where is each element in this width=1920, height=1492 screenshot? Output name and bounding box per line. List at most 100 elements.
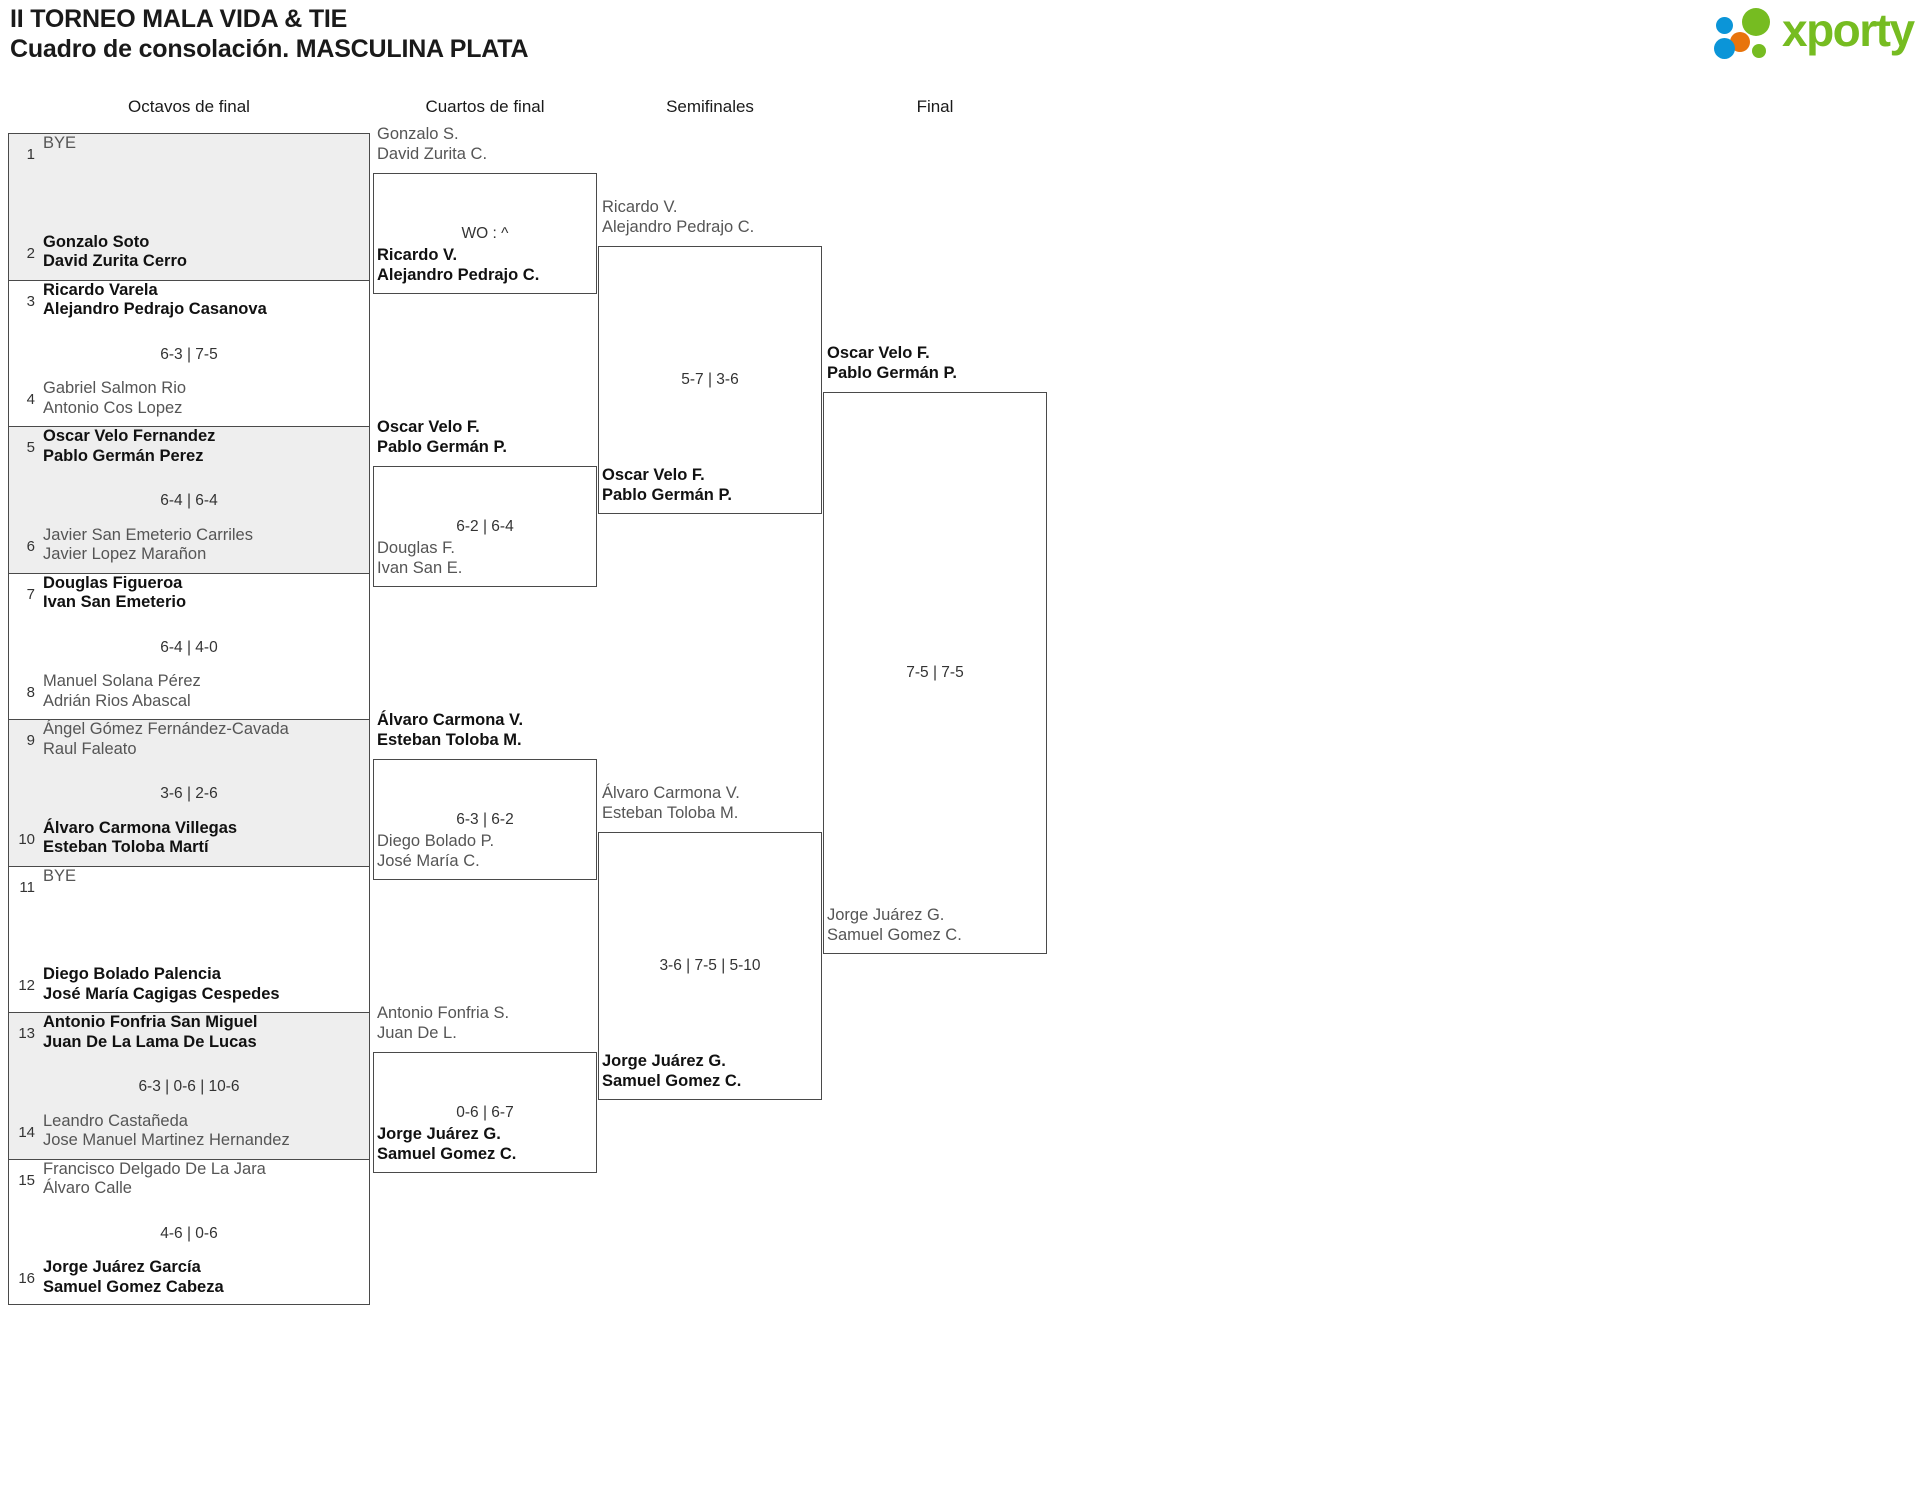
r16-match[interactable] bbox=[9, 867, 369, 1013]
competitor-line-2: Alejandro Pedrajo Casanova bbox=[43, 300, 267, 318]
qf-match-top-entry[interactable]: Álvaro Carmona V.Esteban Toloba M. bbox=[377, 711, 523, 750]
match-divider bbox=[9, 1012, 369, 1013]
seed-number: 2 bbox=[26, 244, 35, 262]
r16-match[interactable] bbox=[9, 1013, 369, 1160]
seed-number: 10 bbox=[18, 830, 35, 848]
seed-number: 8 bbox=[26, 684, 35, 701]
match-divider bbox=[9, 719, 369, 720]
competitor-names: BYE bbox=[35, 867, 76, 887]
qf-match-bottom-entry[interactable]: Douglas F.Ivan San E. bbox=[377, 539, 462, 578]
final-match-top-entry[interactable]: Oscar Velo F.Pablo Germán P. bbox=[827, 344, 957, 383]
competitor-line-2: Samuel Gomez C. bbox=[377, 1144, 517, 1163]
qf-match-score: 0-6 | 6-7 bbox=[456, 1104, 514, 1121]
round-header-final: Final bbox=[916, 97, 954, 116]
competitor-line-2: Samuel Gomez C. bbox=[827, 925, 962, 944]
match-score: 6-3 | 7-5 bbox=[160, 345, 218, 363]
qf-match-bottom-entry[interactable]: Jorge Juárez G.Samuel Gomez C. bbox=[377, 1125, 516, 1164]
qf-match-bottom-entry[interactable]: Diego Bolado P.José María C. bbox=[377, 832, 494, 871]
competitor-line-2: Adrián Rios Abascal bbox=[43, 691, 191, 710]
competitor-line-2: Javier Lopez Marañon bbox=[43, 545, 207, 563]
r16-match[interactable] bbox=[9, 574, 369, 720]
qf-match-score: 6-2 | 6-4 bbox=[456, 518, 514, 535]
sf-match-score: 3-6 | 7-5 | 5-10 bbox=[659, 957, 761, 974]
sf-match-bottom-entry[interactable]: Jorge Juárez G.Samuel Gomez C. bbox=[602, 1052, 741, 1091]
competitor-line-1: Oscar Velo F. bbox=[377, 418, 480, 436]
seed-number: 15 bbox=[18, 1171, 35, 1189]
match-score: 6-4 | 4-0 bbox=[160, 638, 218, 656]
competitor-line-1: Gonzalo Soto bbox=[43, 232, 150, 251]
sf-match-top-entry[interactable]: Álvaro Carmona V.Esteban Toloba M. bbox=[602, 784, 740, 823]
sf-match-bottom-entry[interactable]: Oscar Velo F.Pablo Germán P. bbox=[602, 466, 732, 505]
qf-match-bottom-entry[interactable]: Ricardo V.Alejandro Pedrajo C. bbox=[377, 246, 539, 285]
competitor-line-2: Pablo Germán P. bbox=[827, 363, 957, 382]
competitor-line-1: Javier San Emeterio Carriles bbox=[43, 525, 253, 544]
logo-dot-green-large bbox=[1742, 8, 1770, 36]
qf-match[interactable] bbox=[373, 759, 597, 880]
seed-number: 3 bbox=[26, 292, 35, 310]
sf-match-top-entry[interactable]: Ricardo V.Alejandro Pedrajo C. bbox=[602, 198, 754, 237]
r16-match[interactable] bbox=[9, 427, 369, 574]
competitor-line-1: Gonzalo S. bbox=[377, 125, 459, 143]
competitor-line-1: Jorge Juárez G. bbox=[827, 906, 945, 924]
match-divider bbox=[9, 1158, 369, 1160]
competitor-line-2: David Zurita Cerro bbox=[43, 252, 187, 270]
qf-match-top-entry[interactable]: Gonzalo S.David Zurita C. bbox=[377, 125, 487, 164]
r16-match[interactable] bbox=[9, 281, 369, 427]
competitor-line-1: Oscar Velo F. bbox=[602, 466, 705, 484]
seed-number: 9 bbox=[26, 732, 35, 749]
match-score: 6-3 | 0-6 | 10-6 bbox=[138, 1078, 240, 1096]
competitor-line-1: Jorge Juárez García bbox=[43, 1258, 201, 1276]
qf-match[interactable] bbox=[373, 1052, 597, 1173]
competitor-line-2: Ivan San E. bbox=[377, 558, 463, 577]
logo-dot-blue-top bbox=[1716, 17, 1733, 34]
r16-match[interactable] bbox=[9, 134, 369, 281]
competitor-line-2: Raul Faleato bbox=[43, 739, 137, 758]
qf-match-top-entry[interactable]: Antonio Fonfria S.Juan De L. bbox=[377, 1004, 509, 1043]
sf-match[interactable] bbox=[598, 246, 822, 514]
competitor-line-2: David Zurita C. bbox=[377, 144, 488, 163]
r16-match[interactable] bbox=[9, 720, 369, 867]
qf-match[interactable] bbox=[373, 173, 597, 294]
competitor-line-1: Douglas F. bbox=[377, 539, 455, 557]
competitor-line-2: Esteban Toloba Martí bbox=[43, 838, 209, 856]
sf-match[interactable] bbox=[598, 832, 822, 1100]
seed-number: 13 bbox=[18, 1025, 35, 1042]
qf-match-score: WO : ^ bbox=[461, 225, 509, 242]
match-score: 3-6 | 2-6 bbox=[160, 785, 218, 803]
qf-match-top-entry[interactable]: Oscar Velo F.Pablo Germán P. bbox=[377, 418, 507, 457]
final-match-bottom-entry[interactable]: Jorge Juárez G.Samuel Gomez C. bbox=[827, 906, 962, 945]
qf-match-score: 6-3 | 6-2 bbox=[456, 811, 514, 828]
final-match[interactable] bbox=[823, 392, 1047, 954]
xporty-logo[interactable]: xporty bbox=[1714, 4, 1915, 60]
competitor-line-2: Ivan San Emeterio bbox=[43, 593, 187, 611]
sf-match-score: 5-7 | 3-6 bbox=[681, 371, 739, 388]
competitor-line-1: Ángel Gómez Fernández-Cavada bbox=[43, 720, 289, 738]
qf-match[interactable] bbox=[373, 466, 597, 587]
competitor-line-1: BYE bbox=[43, 134, 77, 152]
competitor-line-1: Jorge Juárez G. bbox=[602, 1052, 726, 1070]
